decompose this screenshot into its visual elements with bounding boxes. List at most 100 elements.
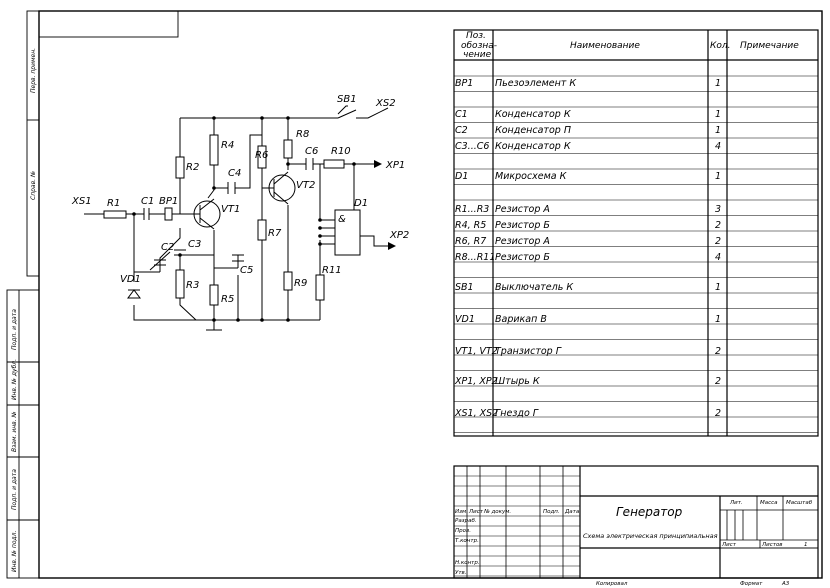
side-stamp-dup-inv: Инв. № дубл. bbox=[11, 359, 18, 400]
circuit-schematic bbox=[84, 105, 389, 331]
part-pos: C1 bbox=[455, 109, 468, 120]
header-note: Примечание bbox=[740, 41, 799, 51]
header-pos-line1: Поз. bbox=[466, 31, 486, 41]
part-pos: R1...R3 bbox=[455, 204, 489, 215]
part-qty: 3 bbox=[715, 204, 721, 215]
part-qty: 4 bbox=[715, 252, 721, 263]
label-r7: R7 bbox=[268, 228, 282, 239]
part-qty: 2 bbox=[715, 408, 721, 419]
part-pos: BP1 bbox=[455, 78, 473, 89]
part-name: Штырь К bbox=[495, 376, 541, 387]
label-xp1: XP1 bbox=[385, 160, 405, 171]
part-qty: 1 bbox=[715, 282, 721, 293]
part-qty: 1 bbox=[715, 109, 721, 120]
tb-col-docnum: № докум. bbox=[483, 509, 511, 515]
label-c1: C1 bbox=[141, 196, 154, 207]
footer-format: Формат bbox=[740, 581, 763, 587]
tb-sheet: Лист bbox=[721, 542, 737, 548]
tb-subtitle: Схема электрическая принципиальная bbox=[583, 532, 718, 540]
part-qty: 1 bbox=[715, 314, 721, 325]
side-stamps: Перв. примен. Справ. № Подп. и дата Инв.… bbox=[11, 48, 37, 572]
tb-sheets-value: 1 bbox=[804, 542, 808, 548]
parts-list-table bbox=[453, 29, 819, 437]
tb-scale: Масштаб bbox=[786, 500, 813, 506]
chip-and-symbol: & bbox=[338, 214, 346, 225]
part-name: Резистор А bbox=[495, 204, 550, 215]
part-name: Конденсатор К bbox=[495, 109, 572, 120]
label-r6: R6 bbox=[255, 150, 268, 161]
footer-format-value: А3 bbox=[781, 581, 790, 587]
label-r11: R11 bbox=[322, 265, 342, 276]
title-block bbox=[453, 465, 819, 579]
side-stamp-orig-inv: Инв. № подл. bbox=[11, 531, 18, 572]
part-qty: 2 bbox=[715, 220, 721, 231]
tb-row-approved: Утв. bbox=[455, 570, 467, 576]
table-row-rules bbox=[454, 75, 818, 433]
part-pos: VD1 bbox=[455, 314, 475, 325]
part-name: Резистор Б bbox=[495, 252, 550, 263]
tb-row-norm-control: Н.контр. bbox=[455, 560, 480, 566]
tb-col-date: Дата bbox=[564, 509, 580, 515]
label-r4: R4 bbox=[221, 140, 234, 151]
label-vt2: VT2 bbox=[296, 180, 315, 191]
part-pos: C2 bbox=[455, 125, 468, 136]
part-qty: 1 bbox=[715, 78, 721, 89]
part-name: Микросхема К bbox=[495, 171, 568, 182]
label-c5: C5 bbox=[240, 265, 253, 276]
part-qty: 2 bbox=[715, 346, 721, 357]
part-name: Конденсатор К bbox=[495, 141, 572, 152]
component-labels: XS1 XS2 XP1 XP2 SB1 R1 R2 R3 R4 R5 R6 R7… bbox=[71, 94, 409, 305]
label-d1: D1 bbox=[354, 198, 368, 209]
part-qty: 2 bbox=[715, 376, 721, 387]
tb-col-change: Изм. bbox=[455, 509, 468, 515]
label-c3: C3 bbox=[188, 239, 201, 250]
part-pos: D1 bbox=[455, 171, 468, 182]
part-pos: SB1 bbox=[455, 282, 474, 293]
title-block-rules bbox=[454, 475, 580, 577]
label-c4: C4 bbox=[228, 168, 241, 179]
label-xs2: XS2 bbox=[375, 98, 396, 109]
header-qty: Кол. bbox=[710, 41, 731, 51]
side-stamp-sign-date-1: Подп. и дата bbox=[11, 309, 18, 350]
label-xp2: XP2 bbox=[389, 230, 409, 241]
part-pos: C3...C6 bbox=[455, 141, 489, 152]
side-stamp-sign-date-2: Подп. и дата bbox=[11, 469, 18, 510]
part-name: Пьезоэлемент К bbox=[495, 78, 577, 89]
label-vt1: VT1 bbox=[221, 204, 240, 215]
drawing-frame bbox=[6, 10, 823, 579]
part-pos: R8...R11 bbox=[455, 252, 495, 263]
parts-list-headers: Поз. обозна- чение Наименование Кол. При… bbox=[461, 31, 799, 60]
part-pos: XS1, XS2 bbox=[454, 408, 498, 419]
header-pos-line2: обозна- bbox=[461, 41, 497, 51]
side-stamp-reference: Справ. № bbox=[30, 171, 37, 200]
footer-copied: Копировал bbox=[596, 581, 628, 587]
part-name: Резистор Б bbox=[495, 220, 550, 231]
label-r10: R10 bbox=[331, 146, 351, 157]
label-r8: R8 bbox=[296, 129, 309, 140]
label-r5: R5 bbox=[221, 294, 234, 305]
part-pos: XP1, XP2 bbox=[454, 376, 498, 387]
tb-lit: Лит. bbox=[729, 500, 743, 506]
header-name: Наименование bbox=[570, 41, 640, 51]
label-r1: R1 bbox=[107, 198, 120, 209]
tb-col-sheet: Лист bbox=[468, 509, 484, 515]
label-bp1: BP1 bbox=[159, 196, 178, 207]
label-c2: C2 bbox=[161, 242, 174, 253]
part-name: Варикап В bbox=[495, 314, 547, 325]
circuit-junctions bbox=[132, 116, 396, 322]
part-qty: 1 bbox=[715, 125, 721, 136]
tb-title: Генератор bbox=[616, 505, 683, 519]
part-name: Выключатель К bbox=[495, 282, 574, 293]
part-qty: 2 bbox=[715, 236, 721, 247]
label-sb1: SB1 bbox=[337, 94, 357, 105]
tb-mass: Масса bbox=[760, 500, 778, 506]
part-name: Транзистор Г bbox=[495, 346, 562, 357]
part-qty: 1 bbox=[715, 171, 721, 182]
tb-row-developer: Разраб. bbox=[455, 518, 477, 524]
tb-col-sign: Подп. bbox=[543, 509, 560, 515]
label-vd1: VD1 bbox=[120, 274, 141, 285]
side-stamp-replace-inv: Взам. инв. № bbox=[11, 411, 18, 452]
label-r2: R2 bbox=[186, 162, 199, 173]
